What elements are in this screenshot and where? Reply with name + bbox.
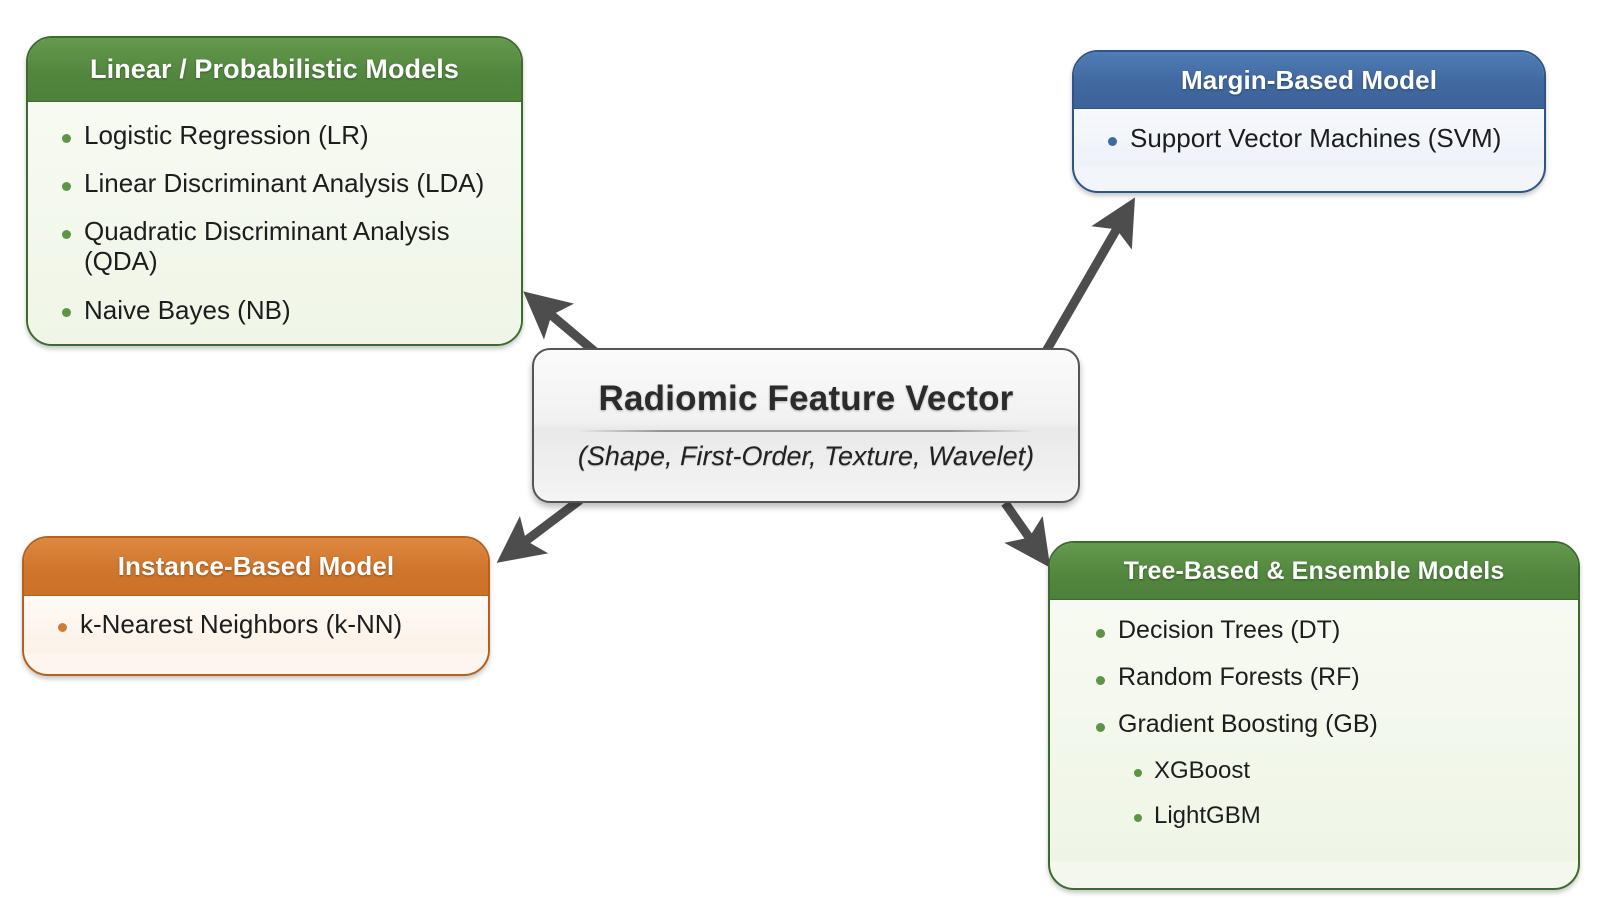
sub-list-item[interactable]: XGBoost (1128, 757, 1560, 785)
center-node-title: Radiomic Feature Vector (598, 379, 1014, 418)
card-tree-body: Decision Trees (DT) Random Forests (RF) … (1050, 600, 1578, 861)
center-node[interactable]: Radiomic Feature Vector (Shape, First-Or… (532, 348, 1080, 503)
list-item[interactable]: Logistic Regression (LR) (58, 120, 503, 150)
list-item[interactable]: k-Nearest Neighbors (k-NN) (54, 609, 470, 639)
card-tree-sublist: XGBoost LightGBM (1128, 757, 1560, 830)
center-node-subtitle: (Shape, First-Order, Texture, Wavelet) (577, 441, 1035, 471)
card-linear-header: Linear / Probabilistic Models (28, 38, 521, 102)
arrow-center-to-instance (496, 496, 583, 563)
card-linear-list: Logistic Regression (LR) Linear Discrimi… (58, 120, 503, 325)
center-node-divider (577, 430, 1035, 432)
card-linear-probabilistic-models[interactable]: Linear / Probabilistic Models Logistic R… (26, 36, 523, 346)
list-item[interactable]: Random Forests (RF) (1092, 663, 1560, 692)
list-item[interactable]: Gradient Boosting (GB) (1092, 710, 1560, 739)
list-item-label: Support Vector Machines (SVM) (1130, 123, 1502, 153)
sub-list-item-label: LightGBM (1154, 801, 1261, 829)
card-tree-header: Tree-Based & Ensemble Models (1050, 543, 1578, 600)
sub-list-item-label: XGBoost (1154, 757, 1251, 784)
card-linear-body: Logistic Regression (LR) Linear Discrimi… (28, 102, 521, 344)
card-instance-body: k-Nearest Neighbors (k-NN) (24, 596, 488, 654)
card-tree-list: Decision Trees (DT) Random Forests (RF) … (1092, 616, 1560, 739)
card-instance-list: k-Nearest Neighbors (k-NN) (54, 609, 470, 639)
list-item-label: Linear Discriminant Analysis (LDA) (84, 168, 485, 199)
sub-list-item[interactable]: LightGBM (1128, 802, 1560, 830)
list-item-label: Naive Bayes (NB) (84, 294, 291, 325)
list-item[interactable]: Support Vector Machines (SVM) (1104, 123, 1526, 153)
card-instance-header: Instance-Based Model (24, 538, 488, 596)
list-item[interactable]: Linear Discriminant Analysis (LDA) (58, 168, 503, 198)
list-item-label: Quadratic Discriminant Analysis (QDA) (84, 216, 450, 277)
list-item-label: Gradient Boosting (GB) (1118, 710, 1378, 738)
list-item[interactable]: Decision Trees (DT) (1092, 616, 1560, 645)
card-margin-list: Support Vector Machines (SVM) (1104, 123, 1526, 153)
card-margin-body: Support Vector Machines (SVM) (1074, 109, 1544, 168)
list-item[interactable]: Quadratic Discriminant Analysis (QDA) (58, 216, 503, 276)
card-margin-based-model[interactable]: Margin-Based Model Support Vector Machin… (1072, 50, 1546, 193)
card-instance-based-model[interactable]: Instance-Based Model k-Nearest Neighbors… (22, 536, 490, 676)
arrow-center-to-tree (1001, 500, 1051, 568)
card-margin-header: Margin-Based Model (1074, 52, 1544, 109)
list-item[interactable]: Naive Bayes (NB) (58, 295, 503, 325)
list-item-label: k-Nearest Neighbors (k-NN) (80, 609, 403, 639)
list-item-label: Decision Trees (DT) (1118, 616, 1341, 644)
card-tree-based-ensemble-models[interactable]: Tree-Based & Ensemble Models Decision Tr… (1048, 541, 1580, 890)
arrow-center-to-margin (1041, 197, 1136, 356)
list-item-label: Logistic Regression (LR) (84, 120, 369, 150)
list-item-label: Random Forests (RF) (1118, 663, 1360, 691)
